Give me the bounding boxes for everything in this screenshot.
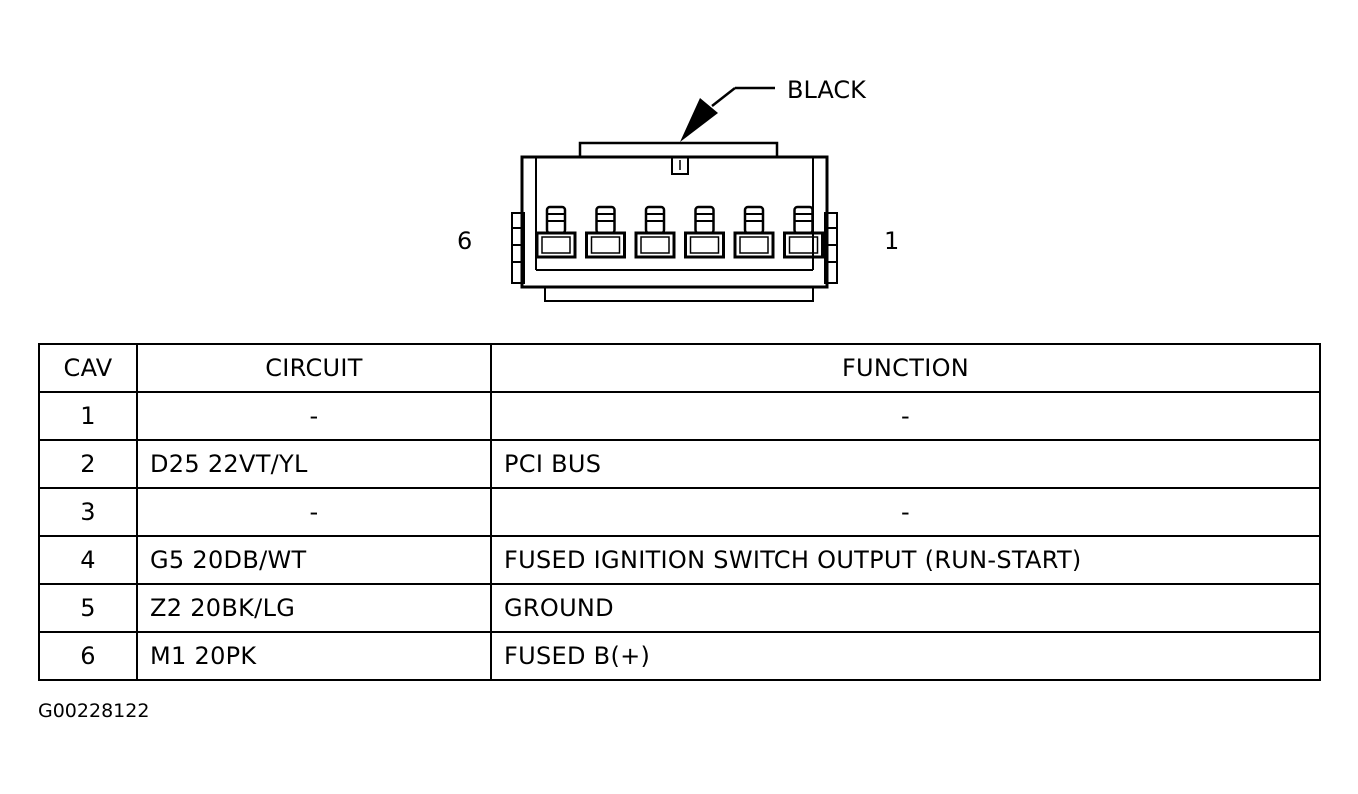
function-cell: FUSED IGNITION SWITCH OUTPUT (RUN-START): [490, 535, 1321, 585]
cav-cell: 5: [38, 583, 138, 633]
connector-latch: [578, 141, 779, 159]
circuit-cell: Z2 20BK/LG: [136, 583, 492, 633]
header-circuit: CIRCUIT: [136, 343, 492, 393]
pin-6-label: 6: [457, 227, 472, 255]
function-cell: PCI BUS: [490, 439, 1321, 489]
cav-cell: 4: [38, 535, 138, 585]
terminal-cavity-3: [684, 205, 725, 259]
connector-flange: [544, 286, 814, 302]
terminal-cavity-5: [585, 205, 626, 259]
connector-key: [671, 156, 689, 175]
function-cell: -: [490, 487, 1321, 537]
terminal-cavity-6: [535, 205, 577, 259]
figure-id: G00228122: [38, 700, 150, 722]
table-row: 1 - -: [38, 391, 1321, 441]
function-cell: -: [490, 391, 1321, 441]
pin-table: CAV CIRCUIT FUNCTION 1 - - 2 D25 22VT/YL…: [38, 343, 1321, 681]
header-cav: CAV: [38, 343, 138, 393]
connector-left-tab: [511, 212, 525, 284]
color-leader: [680, 86, 775, 142]
table-row: 5 Z2 20BK/LG GROUND: [38, 583, 1321, 633]
circuit-cell: D25 22VT/YL: [136, 439, 492, 489]
table-row: 3 - -: [38, 487, 1321, 537]
cav-cell: 2: [38, 439, 138, 489]
terminal-cavity-1: [783, 205, 824, 259]
connector-body: [520, 155, 829, 289]
cav-cell: 1: [38, 391, 138, 441]
function-cell: FUSED B(+): [490, 631, 1321, 681]
function-cell: GROUND: [490, 583, 1321, 633]
connector-right-tab: [824, 212, 838, 284]
cav-cell: 3: [38, 487, 138, 537]
terminal-cavity-2: [733, 205, 775, 259]
table-row: 2 D25 22VT/YL PCI BUS: [38, 439, 1321, 489]
table-row: 4 G5 20DB/WT FUSED IGNITION SWITCH OUTPU…: [38, 535, 1321, 585]
terminal-cavity-4: [634, 205, 676, 259]
table-row: 6 M1 20PK FUSED B(+): [38, 631, 1321, 681]
circuit-cell: G5 20DB/WT: [136, 535, 492, 585]
terminal-group: [535, 205, 824, 259]
connector-color-label: BLACK: [787, 76, 867, 104]
table-header-row: CAV CIRCUIT FUNCTION: [38, 343, 1321, 393]
header-function: FUNCTION: [490, 343, 1321, 393]
cav-cell: 6: [38, 631, 138, 681]
pin-1-label: 1: [884, 227, 899, 255]
circuit-cell: -: [136, 391, 492, 441]
circuit-cell: M1 20PK: [136, 631, 492, 681]
circuit-cell: -: [136, 487, 492, 537]
connector-diagram: BLACK 6 1: [457, 76, 899, 302]
